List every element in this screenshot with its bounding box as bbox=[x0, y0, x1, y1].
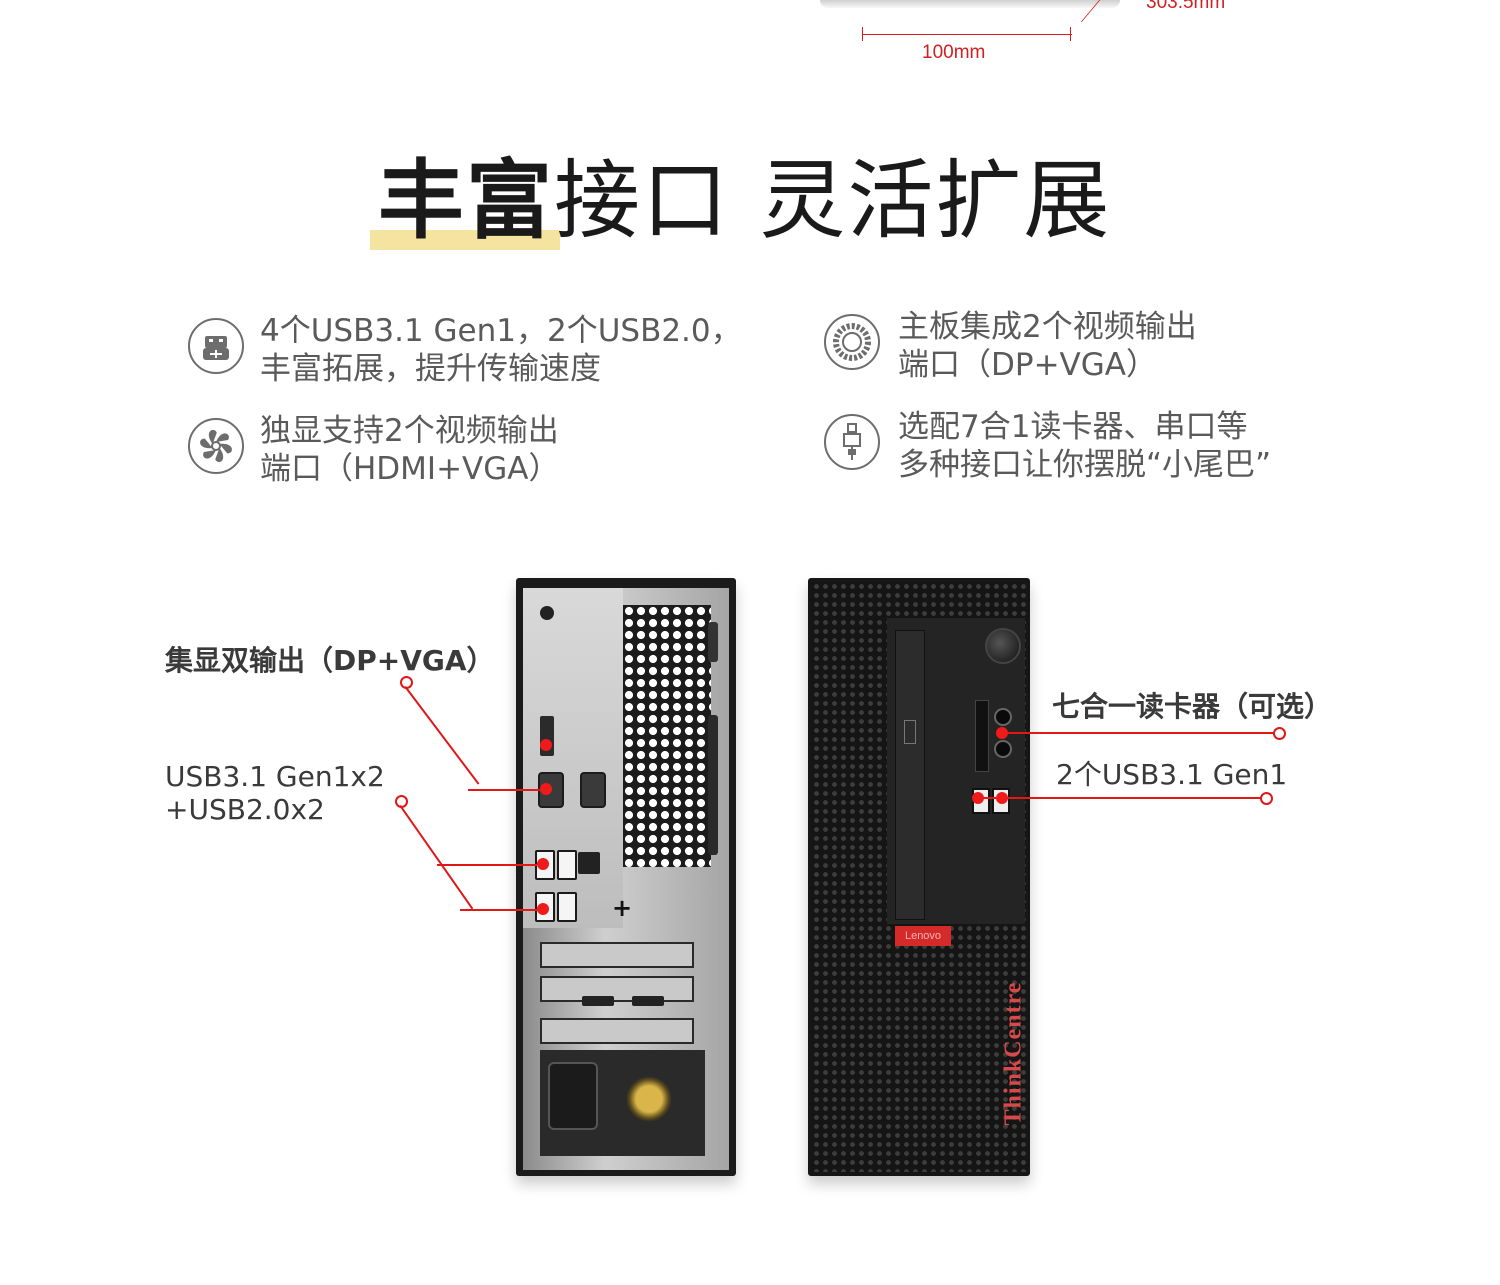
headline-highlight bbox=[370, 230, 560, 250]
product-top-edge bbox=[820, 0, 1120, 8]
headline-bold: 丰富 bbox=[378, 151, 554, 251]
callout-front-usb: 2个USB3.1 Gen1 bbox=[1056, 758, 1288, 791]
rear-vga-port-marker bbox=[540, 783, 552, 795]
callout-rear-usb-line bbox=[399, 805, 474, 910]
hdmi-port-1 bbox=[582, 996, 614, 1006]
rear-upper-vent bbox=[623, 605, 711, 867]
front-usb-marker-1 bbox=[972, 792, 984, 804]
optical-drive bbox=[895, 630, 925, 920]
chip-icon bbox=[824, 314, 880, 370]
front-card-reader-marker bbox=[996, 727, 1008, 739]
feature-usb: 4个USB3.1 Gen1，2个USB2.0， 丰富拓展，提升传输速度 bbox=[260, 312, 742, 388]
rear-usb-marker-1 bbox=[537, 858, 549, 870]
feature-usb-line2: 丰富拓展，提升传输速度 bbox=[260, 351, 601, 387]
fan-icon bbox=[188, 418, 244, 474]
callout-rear-video-line bbox=[404, 686, 480, 785]
callout-rear-usb: USB3.1 Gen1x2 +USB2.0x2 bbox=[165, 760, 385, 826]
expansion-slot-3 bbox=[540, 1018, 694, 1044]
callout-rear-video-line-h bbox=[468, 789, 540, 791]
feature-card-reader-line1: 选配7合1读卡器、串口等 bbox=[898, 409, 1248, 445]
callout-front-usb-dot bbox=[1260, 792, 1273, 805]
section-headline: 丰富接口 灵活扩展 bbox=[378, 158, 1111, 244]
callout-rear-video: 集显双输出（DP+VGA） bbox=[165, 644, 495, 677]
serial-port bbox=[580, 772, 606, 808]
feature-integrated-video-line1: 主板集成2个视频输出 bbox=[898, 309, 1197, 345]
rear-handle bbox=[708, 715, 718, 855]
ethernet-port bbox=[578, 852, 600, 874]
feature-usb-line1: 4个USB3.1 Gen1，2个USB2.0， bbox=[260, 313, 742, 349]
lenovo-badge: Lenovo bbox=[895, 926, 951, 946]
headline-light: 接口 灵活扩展 bbox=[554, 151, 1112, 251]
rear-video-port-marker bbox=[540, 739, 552, 751]
callout-front-usb-line bbox=[978, 797, 1264, 799]
expansion-slot-1 bbox=[540, 942, 694, 968]
card-reader-slot bbox=[975, 700, 989, 772]
optical-eject-button bbox=[904, 720, 916, 744]
connector-icon bbox=[824, 414, 880, 470]
callout-rear-usb-line2: +USB2.0x2 bbox=[165, 793, 325, 826]
power-button bbox=[985, 628, 1021, 664]
feature-integrated-video-line2: 端口（DP+VGA） bbox=[898, 347, 1157, 383]
callout-front-card-reader-dot bbox=[1273, 727, 1286, 740]
callout-front-card-reader-line bbox=[1000, 732, 1275, 734]
callout-front-card-reader: 七合一读卡器（可选） bbox=[1052, 690, 1333, 723]
feature-integrated-video: 主板集成2个视频输出 端口（DP+VGA） bbox=[898, 308, 1197, 384]
rear-usb-port-4 bbox=[557, 892, 577, 922]
front-audio-jack-2 bbox=[994, 740, 1012, 758]
callout-rear-usb-line-h1 bbox=[437, 864, 537, 866]
usb-icon bbox=[188, 318, 244, 374]
rear-latch bbox=[708, 622, 718, 662]
feature-discrete-video-line1: 独显支持2个视频输出 bbox=[260, 413, 559, 449]
feature-discrete-video-line2: 端口（HDMI+VGA） bbox=[260, 451, 560, 487]
power-socket bbox=[548, 1062, 598, 1130]
callout-rear-usb-line-h2 bbox=[460, 909, 538, 911]
width-dimension-line bbox=[862, 34, 1072, 35]
thinkcentre-logo: ThinkCentre bbox=[1000, 981, 1027, 1126]
rear-usb-marker-2 bbox=[537, 903, 549, 915]
depth-dimension-label: 303.5mm bbox=[1146, 0, 1226, 13]
feature-card-reader: 选配7合1读卡器、串口等 多种接口让你摆脱“小尾巴” bbox=[898, 408, 1271, 484]
feature-card-reader-line2: 多种接口让你摆脱“小尾巴” bbox=[898, 447, 1272, 483]
plus-icon: + bbox=[612, 894, 633, 922]
audio-jack bbox=[540, 606, 554, 620]
hdmi-port-2 bbox=[632, 996, 664, 1006]
psu-fan bbox=[626, 1076, 672, 1122]
callout-rear-usb-line1: USB3.1 Gen1x2 bbox=[165, 760, 385, 793]
width-dimension-label: 100mm bbox=[922, 42, 986, 63]
rear-usb-port-2 bbox=[557, 850, 577, 880]
front-audio-jack-1 bbox=[994, 708, 1012, 726]
feature-discrete-video: 独显支持2个视频输出 端口（HDMI+VGA） bbox=[260, 412, 559, 488]
expansion-slot-2 bbox=[540, 976, 694, 1002]
front-usb-marker-2 bbox=[996, 792, 1008, 804]
